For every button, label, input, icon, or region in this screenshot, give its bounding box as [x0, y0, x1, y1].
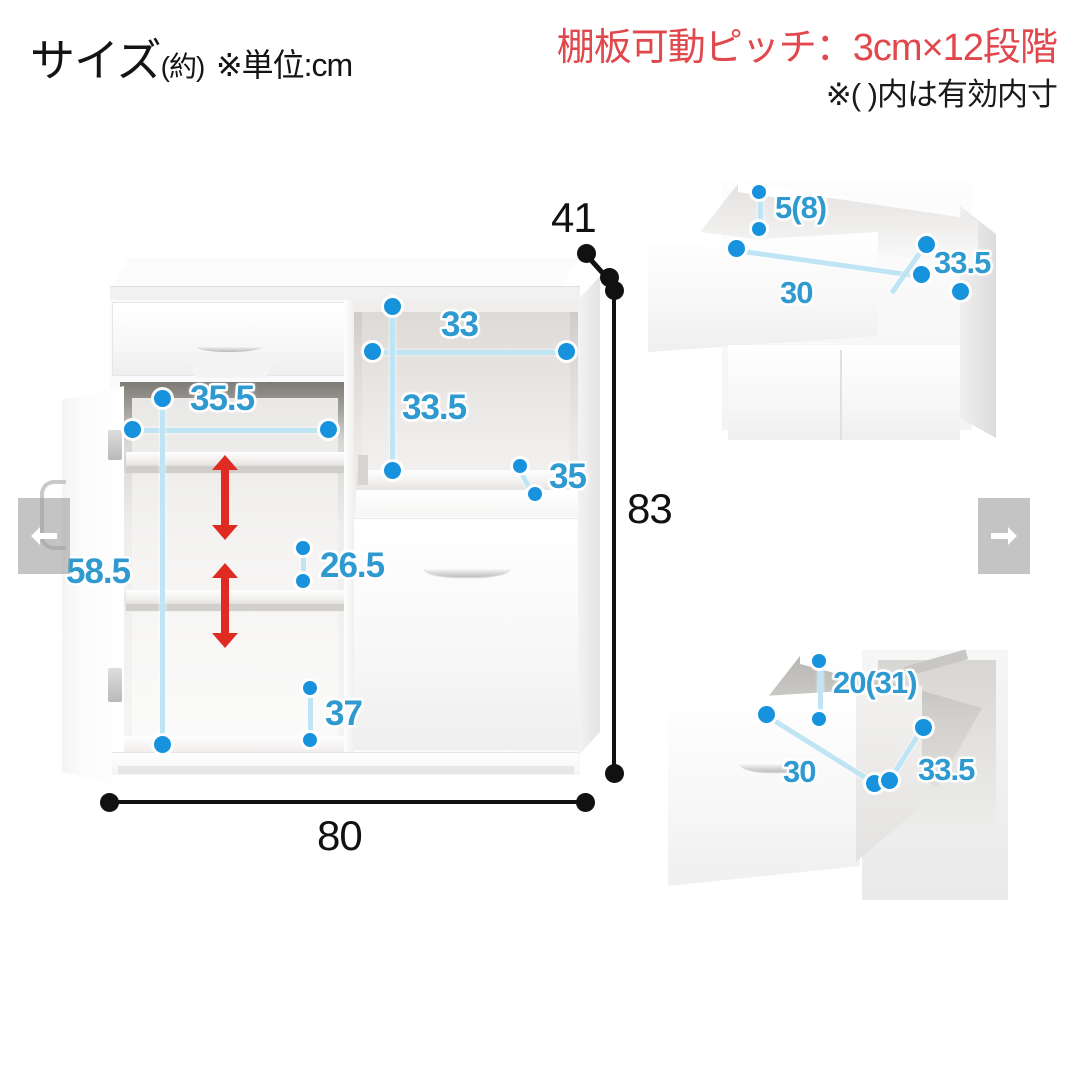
dim-dot-black [605, 281, 624, 300]
arrow-head-up [212, 455, 238, 470]
dim-label-35-5: 35.5 [190, 379, 255, 418]
dim-dot-black [576, 793, 595, 812]
dim-dot [384, 298, 401, 315]
dim-dot [913, 266, 930, 283]
dim-line-33 [372, 350, 566, 355]
page-title-unit: ※単位:cm [215, 47, 353, 83]
dim-dot [918, 236, 935, 253]
left-cabinet-lower-shelf-front [126, 604, 344, 611]
dim-line-58-5 [160, 398, 165, 744]
dim-dot-black [100, 793, 119, 812]
dim-label-20-31: 20(31) [833, 665, 918, 700]
dim-label-37: 37 [325, 694, 363, 733]
right-bottom-drawer-front [352, 518, 580, 750]
dim-label-35: 35 [549, 457, 587, 496]
dim-dot [866, 775, 883, 792]
left-top-drawer-handle [196, 347, 262, 352]
right-compartment-tray-front [356, 489, 578, 516]
arrow-stem [221, 466, 229, 529]
dim-label-26-5: 26.5 [320, 546, 385, 585]
shallow-cabinet-lower-door [728, 345, 960, 440]
prev-image-button[interactable] [18, 498, 70, 574]
dim-line-35-5 [132, 428, 328, 433]
right-compartment-top-lip [352, 300, 578, 312]
dim-dot [812, 654, 826, 668]
dim-dot-black [605, 764, 624, 783]
page-title: サイズ(約) ※単位:cm [30, 24, 353, 89]
dim-dot [124, 421, 141, 438]
shelf-pitch-note: 棚板可動ピッチ：3cm×12段階 [556, 27, 1058, 69]
dim-dot [881, 772, 898, 789]
left-cabinet-lower-shelf [126, 590, 344, 606]
dim-dot [296, 574, 310, 588]
dim-label-58-5: 58.5 [66, 552, 131, 591]
dim-dot [303, 733, 317, 747]
dim-label-33-5-deep: 33.5 [918, 752, 975, 787]
cabinet-right-side-panel [578, 276, 600, 756]
dim-dot [513, 459, 527, 473]
dim-line-80 [110, 800, 585, 804]
page-title-approx: (約) [160, 51, 206, 82]
dim-dot [952, 283, 969, 300]
dim-label-33-5: 33.5 [402, 388, 467, 427]
dim-dot [303, 681, 317, 695]
dim-dot [528, 487, 542, 501]
dim-dot [154, 390, 171, 407]
door-hinge-top [108, 430, 122, 460]
dim-dot-black [577, 244, 596, 263]
dim-dot [384, 462, 401, 479]
dim-label-83: 83 [627, 485, 673, 532]
dim-line-37 [308, 688, 313, 740]
dim-label-30: 30 [780, 275, 813, 310]
dim-dot [364, 343, 381, 360]
shelf-pitch-arrow-upper [212, 455, 238, 540]
left-cabinet-floor [124, 736, 346, 754]
arrow-head-down [212, 525, 238, 540]
next-image-button[interactable] [978, 498, 1030, 574]
dim-line-33-5 [390, 306, 395, 470]
dim-line-26-5 [301, 548, 306, 580]
cabinet-center-divider [344, 300, 354, 755]
arrow-stem [221, 574, 229, 637]
dim-label-80: 80 [317, 812, 363, 859]
dim-dot [154, 736, 171, 753]
dim-dot [752, 222, 766, 236]
page-title-main: サイズ [30, 35, 162, 86]
arrow-left-icon [31, 527, 57, 545]
dim-label-30-deep: 30 [783, 754, 816, 789]
shelf-pitch-arrow-lower [212, 563, 238, 648]
dim-dot [296, 541, 310, 555]
dim-label-5-8: 5(8) [775, 190, 827, 225]
dim-dot [320, 421, 337, 438]
arrow-head-up [212, 563, 238, 578]
deep-drawer-handle [740, 763, 812, 772]
arrow-right-icon [991, 527, 1017, 545]
shallow-cabinet-door-gap [840, 350, 842, 440]
dim-label-41: 41 [551, 194, 597, 241]
shallow-drawer-front [648, 232, 878, 352]
cabinet-base-shadow [118, 766, 574, 774]
dim-dot [758, 706, 775, 723]
dim-dot [915, 719, 932, 736]
dim-dot [558, 343, 575, 360]
dim-line-83 [612, 288, 616, 778]
right-compartment-tray-side [358, 455, 368, 485]
dim-dot [728, 240, 745, 257]
left-drawer-box-under [186, 352, 276, 378]
arrow-head-down [212, 633, 238, 648]
dim-label-33: 33 [441, 305, 479, 344]
right-compartment-back [362, 310, 570, 486]
header-notes: 棚板可動ピッチ：3cm×12段階 ※( )内は有効内寸 [512, 26, 1058, 115]
dim-dot [752, 185, 766, 199]
inner-dimension-note: ※( )内は有効内寸 [825, 76, 1058, 112]
dim-label-33-5-shallow: 33.5 [934, 245, 991, 280]
dim-line-20-31 [818, 662, 823, 720]
dim-line-5-8 [758, 192, 763, 230]
door-hinge-bottom [108, 668, 122, 702]
right-bottom-drawer-handle [424, 568, 510, 577]
dim-dot [812, 712, 826, 726]
